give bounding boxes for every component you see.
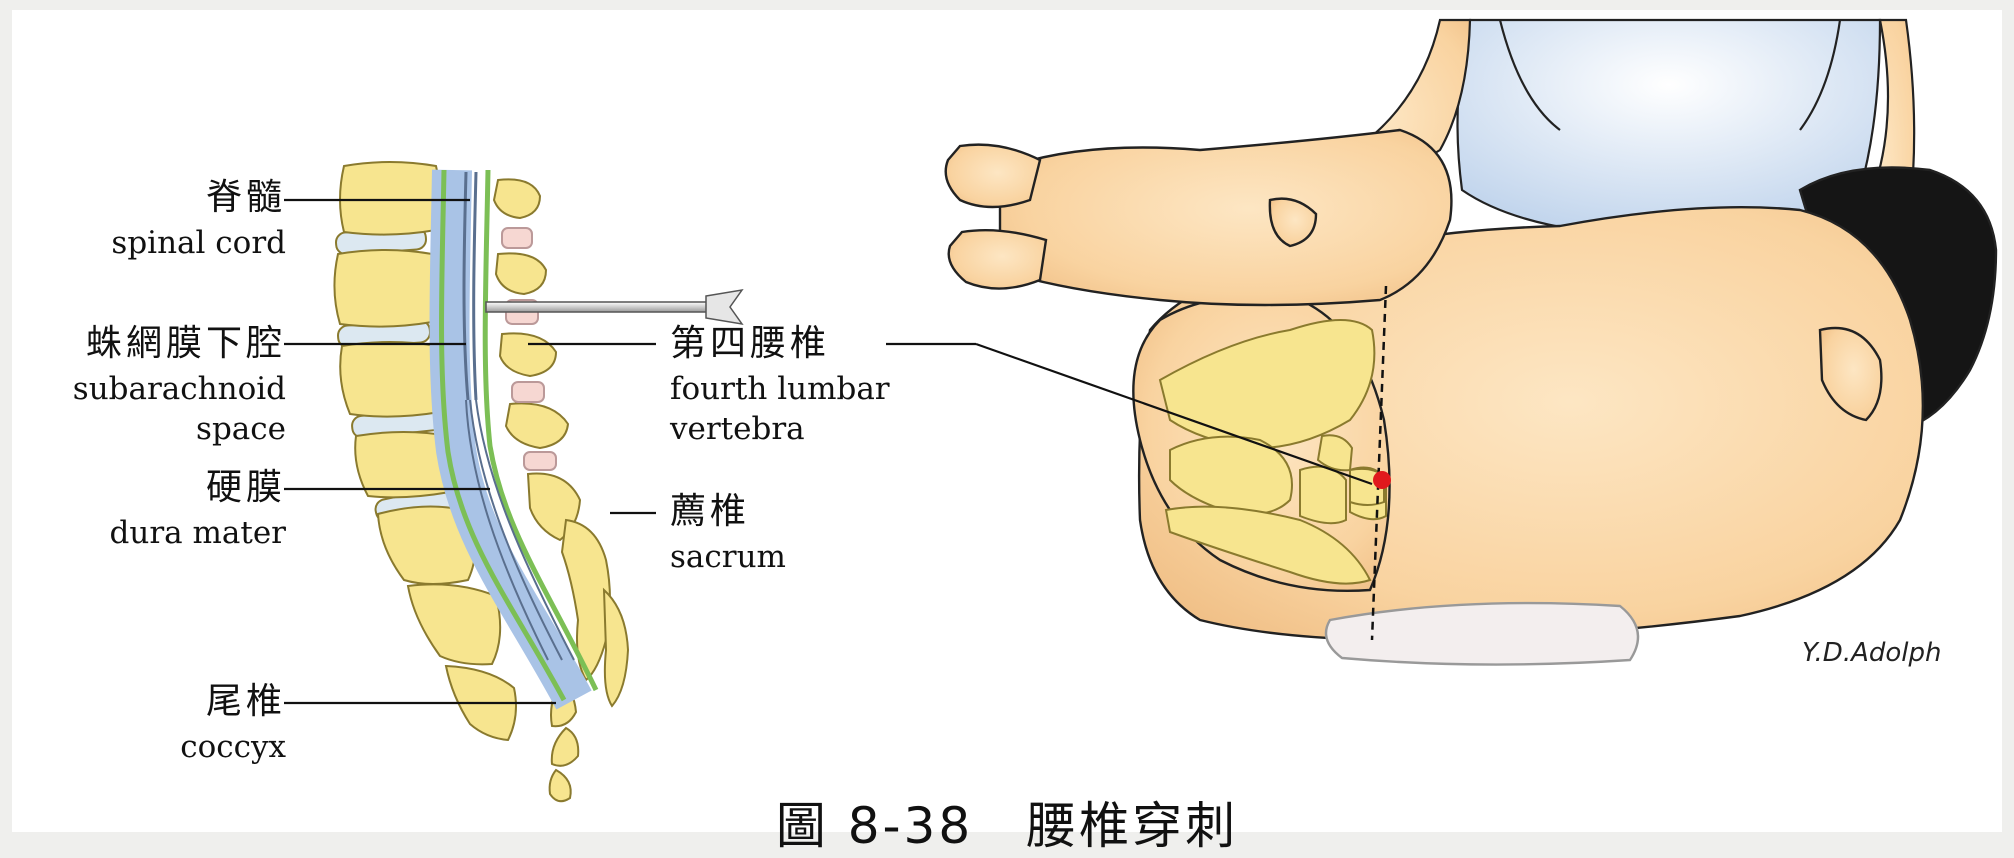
label-subarachnoid-zh: 蛛網膜下腔 <box>22 326 286 362</box>
patient-body <box>946 130 1996 665</box>
label-coccyx-zh: 尾椎 <box>162 684 286 720</box>
puncture-site-dot <box>1373 471 1391 489</box>
label-coccyx-en: coccyx <box>112 732 286 763</box>
figure-caption: 圖 8-38 腰椎穿刺 <box>0 786 2014 858</box>
label-subarachnoid-en-2: space <box>42 414 286 445</box>
lumbar-puncture-illustration <box>12 10 2002 832</box>
label-sacrum-zh: 薦椎 <box>670 494 750 530</box>
label-dura-zh: 硬膜 <box>162 470 286 506</box>
label-subarachnoid-en-1: subarachnoid <box>42 374 286 405</box>
label-l4-en-1: fourth lumbar <box>670 374 890 405</box>
label-l4-en-2: vertebra <box>670 414 805 445</box>
label-spinal-cord-zh: 脊髓 <box>162 180 286 216</box>
label-dura-en: dura mater <box>52 518 286 549</box>
artist-signature: Y.D.Adolph <box>1802 638 1941 668</box>
label-spinal-cord-en: spinal cord <box>72 228 286 259</box>
label-l4-zh: 第四腰椎 <box>670 326 830 362</box>
label-sacrum-en: sacrum <box>670 542 786 573</box>
figure-panel: 脊髓 spinal cord 蛛網膜下腔 subarachnoid space … <box>12 10 2002 832</box>
